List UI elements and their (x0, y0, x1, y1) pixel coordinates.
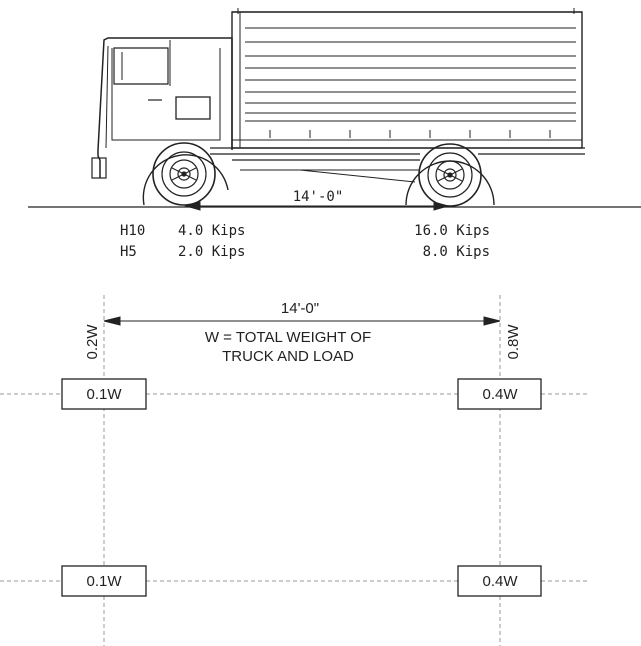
wheel-load-front-right-label: 0.1W (86, 573, 122, 590)
wheel-load-front-left-label: 0.1W (86, 386, 122, 403)
rear-load-h10: 16.0 Kips (414, 223, 490, 239)
rear-wheel (405, 143, 495, 207)
cargo-box (231, 8, 583, 149)
front-wheel (142, 142, 229, 206)
load-class-h5: H5 (120, 244, 137, 260)
truck-elevation (28, 8, 641, 211)
wheel-load-front-left: 0.1W (61, 378, 147, 410)
elevation-axle-spacing: 14'-0" (293, 189, 344, 205)
wheel-load-front-right: 0.1W (61, 565, 147, 597)
front-load-h5: 2.0 Kips (178, 244, 245, 260)
axle-load-table: H10 4.0 Kips 16.0 Kips H5 2.0 Kips 8.0 K… (120, 223, 490, 260)
front-load-h10: 4.0 Kips (178, 223, 245, 239)
rear-axle-total-label: 0.8W (505, 324, 522, 360)
front-axle-total-label: 0.2W (84, 324, 101, 360)
load-class-h10: H10 (120, 223, 145, 239)
note-total-weight-line1: W = TOTAL WEIGHT OF (205, 329, 371, 346)
wheel-load-rear-right-label: 0.4W (482, 573, 518, 590)
axle-dimension-elevation (184, 201, 450, 211)
plan-view: 14'-0" W = TOTAL WEIGHT OF TRUCK AND LOA… (0, 295, 590, 646)
wheel-load-rear-left-label: 0.4W (482, 386, 518, 403)
axle-dimension-plan (103, 316, 501, 326)
wheel-load-rear-right: 0.4W (457, 565, 542, 597)
plan-axle-spacing: 14'-0" (281, 300, 319, 317)
plan-centerlines (0, 295, 590, 646)
rear-load-h5: 8.0 Kips (423, 244, 490, 260)
wheel-load-rear-left: 0.4W (457, 378, 542, 410)
truck-chassis (210, 147, 585, 183)
note-total-weight-line2: TRUCK AND LOAD (222, 348, 354, 365)
truck-cab (91, 37, 233, 179)
